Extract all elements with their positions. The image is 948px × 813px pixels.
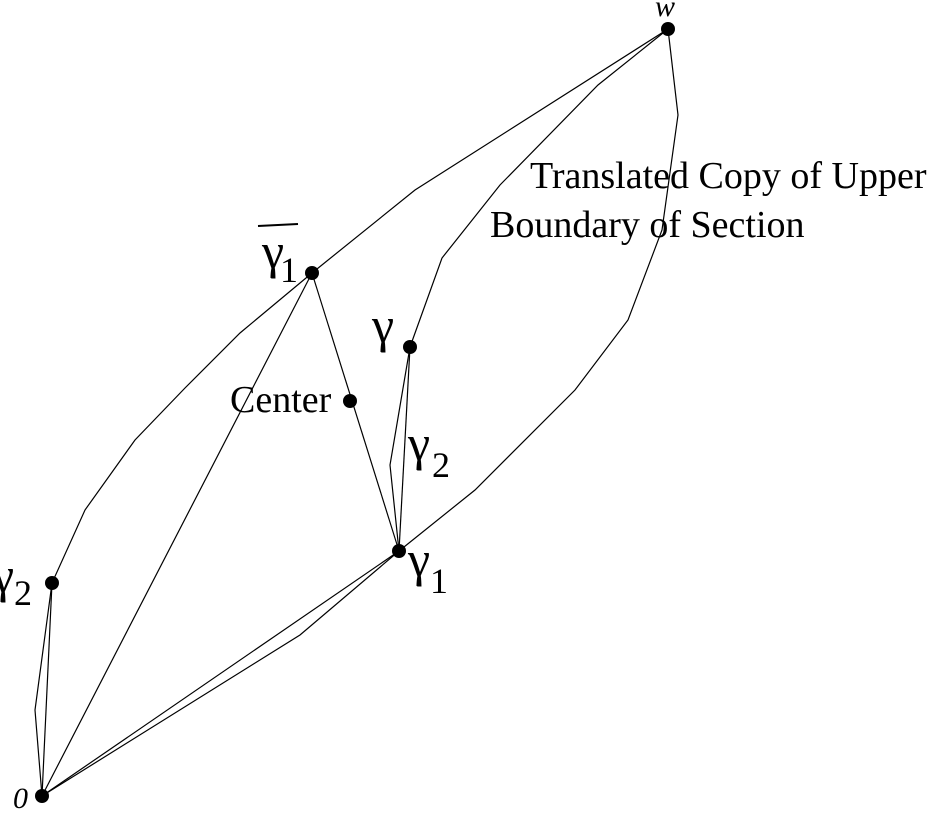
w-label: w xyxy=(655,0,675,23)
gamma2-mid-glyph: γ xyxy=(407,415,430,471)
edge-origin-gammabar1 xyxy=(41,272,313,797)
gammabar1-overbar xyxy=(257,223,299,227)
edge-origin-gamma1-b xyxy=(41,550,400,797)
gamma1-glyph: γ xyxy=(407,531,430,587)
edge-origin-gamma1-a xyxy=(41,550,400,797)
upper-left-boundary xyxy=(34,28,669,797)
gamma2-mid-subscript: 2 xyxy=(432,445,450,485)
edge-gamma1-gamma-b xyxy=(389,346,411,552)
annotation-line-1: Translated Copy of Upper xyxy=(530,155,927,197)
gammabar1-subscript: 1 xyxy=(280,250,298,290)
gammabar1-glyph: γ xyxy=(261,223,284,279)
gamma-glyph: γ xyxy=(371,297,394,353)
w-point xyxy=(661,22,675,36)
edge-origin-gamma2-left xyxy=(41,582,53,797)
gammabar1-point xyxy=(305,266,319,280)
edges xyxy=(34,28,679,797)
gamma2-left-point xyxy=(45,576,59,590)
gamma1-subscript: 1 xyxy=(430,561,448,601)
translated-copy-curve xyxy=(409,28,669,348)
annotation-line-2: Boundary of Section xyxy=(490,204,805,246)
edge-gammabar1-gamma1 xyxy=(311,272,400,552)
labels: w 0 γ 1 γ Center γ 2 γ 1 γ 2 Translated … xyxy=(0,0,927,813)
origin-point xyxy=(35,789,49,803)
gamma2-left-subscript: 2 xyxy=(14,573,32,613)
gamma-point xyxy=(403,340,417,354)
vertices xyxy=(35,22,675,803)
center-label: Center xyxy=(230,379,332,421)
edge-gamma1-gamma-a xyxy=(398,346,411,552)
gamma2-left-glyph: γ xyxy=(0,547,14,603)
origin-label: 0 xyxy=(13,782,28,813)
gamma1-point xyxy=(392,544,406,558)
center-point xyxy=(343,394,357,408)
lower-right-boundary xyxy=(398,28,679,552)
